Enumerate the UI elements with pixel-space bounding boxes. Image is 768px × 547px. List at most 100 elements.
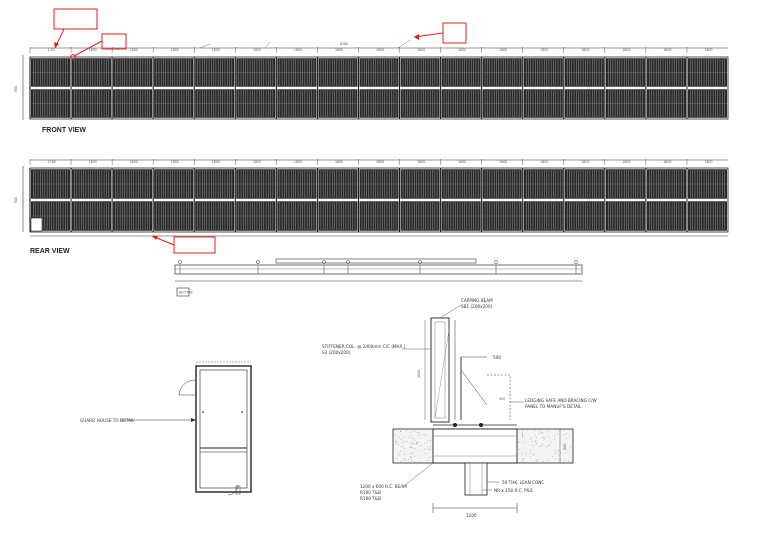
stiffener-label-1: STIFFENER COL. @ 2400mm C/C (MAX.) (322, 344, 406, 349)
slab-aggregate (558, 459, 560, 460)
slab-aggregate (555, 451, 557, 453)
slab-aggregate (401, 446, 402, 448)
slab-aggregate (522, 431, 523, 433)
slab-aggregate (558, 450, 559, 451)
pile (464, 462, 488, 496)
slab-aggregate (566, 433, 567, 434)
slab-aggregate (400, 439, 402, 441)
slab-aggregate (553, 438, 555, 440)
slab-aggregate (396, 457, 398, 459)
bay-dim-label: 1800 (581, 160, 589, 164)
slab-aggregate (403, 437, 405, 438)
plan-post (346, 260, 350, 264)
slab-aggregate (410, 453, 412, 454)
bay-dim-label: 1800 (622, 160, 630, 164)
slab-aggregate (534, 434, 536, 436)
slab-aggregate (546, 446, 547, 448)
slab-aggregate (428, 457, 430, 458)
bay-dim-label: 1800 (171, 48, 179, 52)
guard-house-door-swing-bottom (227, 484, 239, 496)
bay-dim-label: 1800 (89, 48, 97, 52)
bay-dim-label: 1800 (130, 48, 138, 52)
red-arrowhead-4 (152, 236, 158, 240)
slab-aggregate (549, 444, 551, 446)
front-leader-2 (264, 41, 271, 49)
footing-leader (404, 462, 434, 486)
slab-aggregate (418, 457, 420, 459)
slab-aggregate (521, 457, 523, 459)
capping-label-1: CAPPING BEAM (461, 298, 493, 303)
slab-aggregate (560, 458, 561, 460)
guard-house-inner-wall (199, 369, 248, 489)
front-bays (29, 57, 727, 119)
bay-dim-label: 1800 (89, 160, 97, 164)
bracing-label-1: LEDGING SAFE AND BRACING C/W (525, 398, 597, 403)
slab-aggregate (560, 452, 562, 453)
plan-beam (174, 264, 583, 275)
bay-dim-label: 1800 (130, 160, 138, 164)
slab-aggregate (398, 452, 400, 454)
slab-aggregate (535, 459, 537, 461)
bay-dim-label: 1800 (335, 160, 343, 164)
red-box-4 (173, 236, 216, 254)
slab-aggregate (547, 445, 549, 446)
plan-post (494, 260, 498, 264)
slab-aggregate (414, 440, 416, 441)
front-overall-dim: d180 (340, 42, 348, 46)
slab-aggregate (538, 459, 539, 461)
slab-aggregate (541, 443, 543, 445)
bay-dim-label: 1800 (458, 160, 466, 164)
dim-500b-text: 500 (499, 397, 505, 401)
bay-dim-label: 1800 (335, 48, 343, 52)
slab-aggregate (522, 436, 524, 438)
section-detail: 500 500 1000 600 1200 CAPPING BEAM SB1 (… (322, 298, 597, 518)
slab-aggregate (541, 437, 543, 438)
red-circle-2 (70, 54, 76, 60)
slab-aggregate (416, 442, 417, 444)
slab-aggregate (412, 437, 413, 439)
slab-aggregate (412, 447, 413, 449)
slab-aggregate (395, 442, 397, 444)
slab-aggregate (427, 459, 429, 461)
slab-aggregate (400, 461, 401, 462)
slab-aggregate (401, 442, 403, 443)
slab-aggregate (402, 457, 404, 459)
bay-dim-label: 1800 (417, 48, 425, 52)
bay-dim-label: 1800 (499, 160, 507, 164)
slab-aggregate (554, 435, 555, 436)
bay-dim-label: 1800 (663, 48, 671, 52)
plan-strip: SECTION (174, 258, 583, 297)
slab-aggregate (412, 452, 414, 453)
slab-aggregate (524, 442, 526, 443)
bay-dim-label: 1800 (171, 160, 179, 164)
slab-aggregate (425, 435, 426, 437)
slab-aggregate (395, 440, 397, 442)
column-hatch (434, 329, 450, 419)
slab-aggregate (410, 457, 412, 458)
slab-aggregate (409, 447, 411, 448)
slab-aggregate (522, 434, 523, 436)
slab-aggregate (402, 446, 404, 448)
bracing-label-2: PANEL TO MANUF'S DETAIL (525, 404, 582, 409)
slab-aggregate (395, 441, 397, 443)
guard-house-outer-wall (195, 365, 252, 493)
slab-aggregate (412, 443, 414, 445)
slab-aggregate (518, 441, 519, 442)
slab-aggregate (521, 459, 523, 460)
slab-aggregate (532, 441, 533, 442)
slab-aggregate (404, 440, 405, 442)
base-dim-text: 1200 (466, 513, 477, 518)
slab-aggregate (563, 434, 564, 436)
slab-aggregate (427, 440, 429, 442)
plan-posts (178, 260, 578, 274)
slab-aggregate (564, 460, 565, 462)
red-box-3 (442, 22, 467, 44)
slab-aggregate (536, 460, 538, 462)
slab-aggregate (410, 456, 412, 458)
slab-aggregate (411, 460, 412, 462)
slab-aggregate (524, 452, 526, 454)
slab-aggregate (532, 445, 534, 446)
anchor-bolt-2 (479, 423, 483, 427)
slab-aggregate (519, 448, 520, 450)
